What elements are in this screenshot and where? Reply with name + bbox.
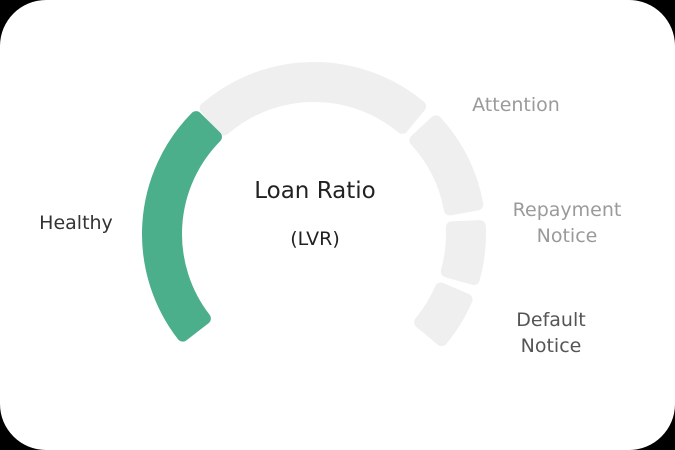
label-healthy: Healthy xyxy=(39,212,113,234)
gauge-segment-attention xyxy=(199,62,427,136)
gauge-title: Loan Ratio xyxy=(254,178,376,204)
gauge-segment-attention-2 xyxy=(409,115,484,216)
label-repayment-notice: Repayment Notice xyxy=(500,197,634,249)
gauge-segment-repayment-notice xyxy=(440,220,486,286)
label-default-line2: Notice xyxy=(520,335,582,357)
label-default-line1: Default xyxy=(516,309,586,331)
label-default-notice: Default Notice xyxy=(500,307,602,359)
gauge-segment-healthy xyxy=(142,111,222,342)
label-attention: Attention xyxy=(472,94,560,116)
label-repayment-line2: Notice xyxy=(536,225,598,247)
gauge-segment-default-notice xyxy=(414,282,473,347)
gauge-subtitle: (LVR) xyxy=(290,228,340,250)
label-repayment-line1: Repayment xyxy=(512,199,622,221)
